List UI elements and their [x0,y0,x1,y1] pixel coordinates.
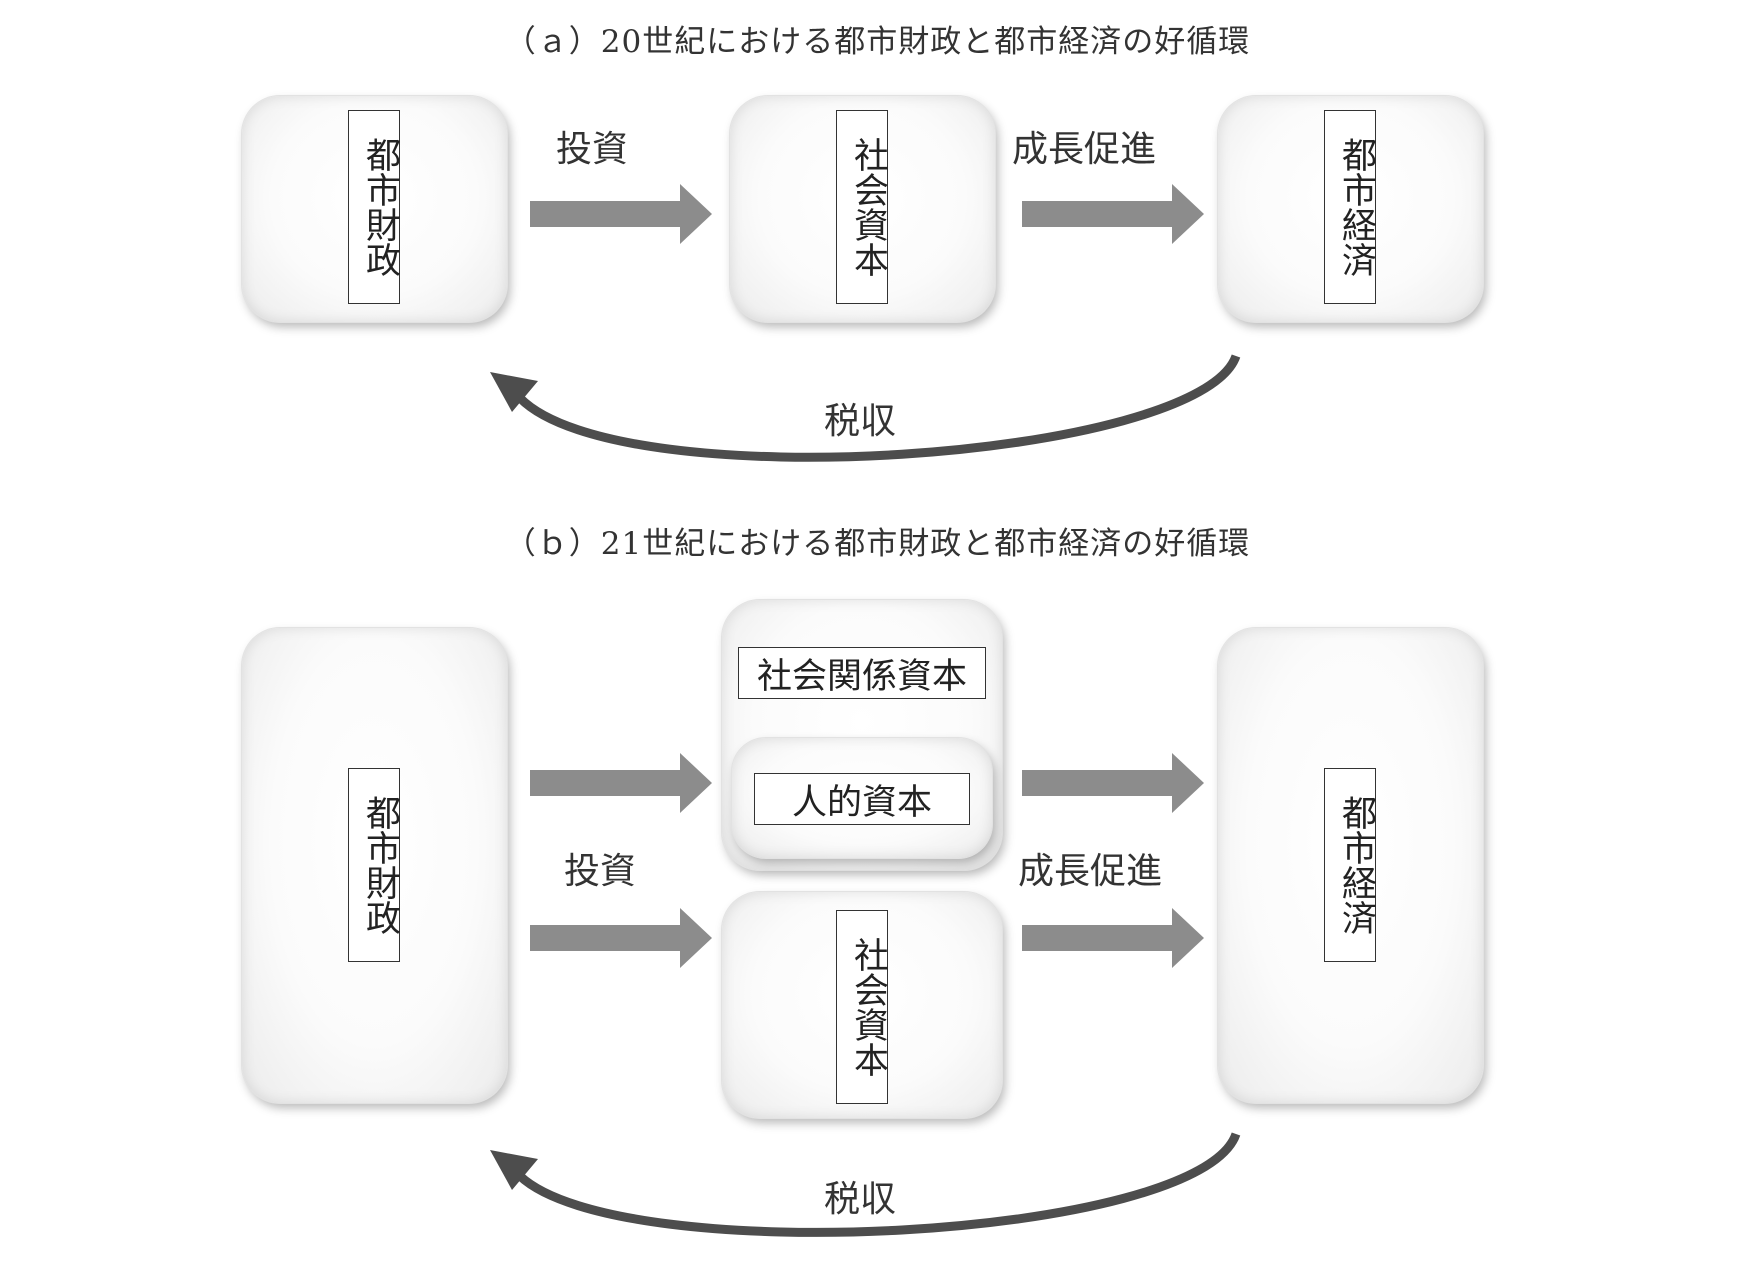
panel-b-title: （ｂ）21世紀における都市財政と都市経済の好循環 [504,526,1251,562]
panel-b-label-human-capital: 人的資本 [754,773,970,825]
panel-a-edge-growth-label: 成長促進 [1012,129,1157,170]
panel-a-edge-investment-label: 投資 [556,129,629,170]
panel-b-arrow-growth-lower [1022,908,1204,968]
panel-a-edge-tax-label: 税収 [824,401,897,442]
panel-b-edge-growth-label: 成長促進 [1018,851,1163,892]
panel-b-edge-tax-label: 税収 [824,1179,897,1220]
panel-a-label-urban-finance: 都市財政 [348,110,400,304]
panel-b-arrow-investment-upper [530,753,712,813]
panel-b-label-urban-economy: 都市経済 [1324,768,1376,962]
panel-a-arrow-tax-curve [516,354,1241,462]
panel-b-arrow-tax-head [490,1150,538,1190]
panel-b-edge-investment-label: 投資 [564,851,637,892]
panel-b-label-urban-finance: 都市財政 [348,768,400,962]
panel-a-arrow-growth [1022,184,1204,244]
panel-b-arrow-investment-lower [530,908,712,968]
panel-a-arrow-investment [530,184,712,244]
panel-b-label-social-relational-capital: 社会関係資本 [738,647,986,699]
panel-b-label-social-capital: 社会資本 [836,910,888,1104]
panel-b-arrow-growth-upper [1022,753,1204,813]
panel-a-label-social-capital: 社会資本 [836,110,888,304]
panel-a-label-urban-economy: 都市経済 [1324,110,1376,304]
panel-a-title: （ａ）20世紀における都市財政と都市経済の好循環 [504,24,1251,60]
panel-b-arrow-tax-curve [516,1132,1241,1237]
panel-a-arrow-tax-head [490,372,538,412]
